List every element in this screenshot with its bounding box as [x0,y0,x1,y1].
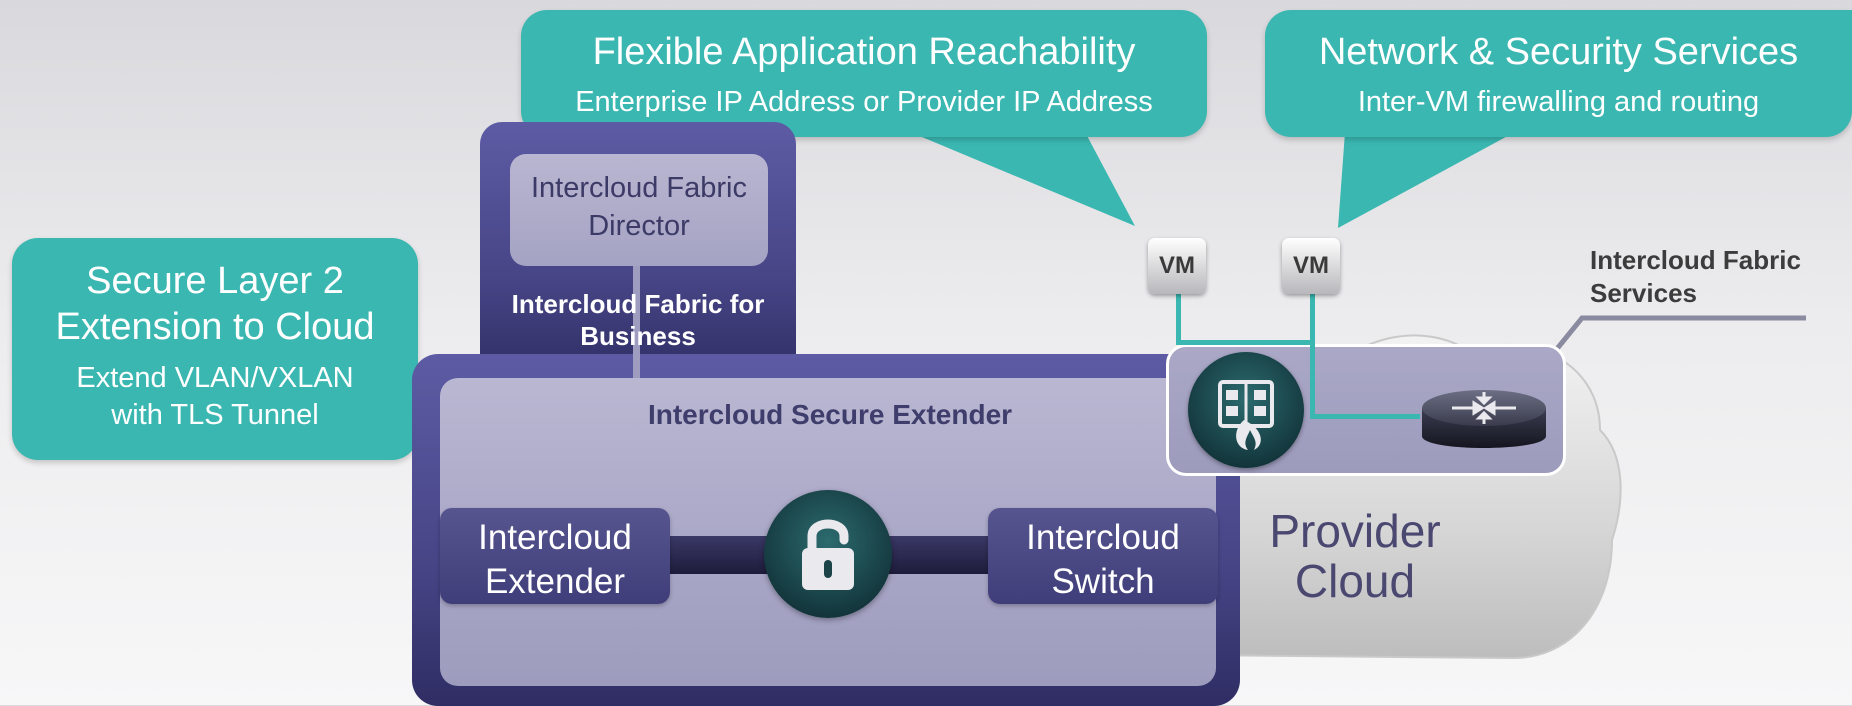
vm-link-1 [1176,294,1181,344]
services-label-leader [1554,315,1806,352]
callout-flexible-reachability: Flexible Application Reachability Enterp… [521,10,1207,137]
fabric-director-box: Intercloud Fabric Director [510,154,768,266]
callout-right-pointer [1338,132,1515,228]
vm-router-link [1310,414,1420,419]
vm-to-router [1310,344,1315,416]
vm-2: VM [1282,238,1340,294]
callout-network-security: Network & Security Services Inter-VM fir… [1265,10,1852,137]
callout-title: Network & Security Services [1318,31,1799,73]
callout-subtitle: Enterprise IP Address or Provider IP Add… [575,86,1153,118]
callout-subtitle: Extend VLAN/VXLAN with TLS Tunnel [76,362,354,431]
lock-icon [764,490,892,618]
callout-title: Flexible Application Reachability [592,31,1136,73]
vm-bus [1176,340,1315,345]
callout-secure-layer2: Secure Layer 2 Extension to Cloud Extend… [12,238,418,460]
vm-link-2 [1310,294,1315,344]
virtual-security-gateway-icon [1188,352,1304,468]
fabric-services-label: Intercloud Fabric Services [1590,244,1820,310]
fabric-for-business-label: Intercloud Fabric for Business [511,289,765,351]
firewall-glyph [1218,380,1274,450]
callout-title: Secure Layer 2 Extension to Cloud [55,260,375,348]
router-icon [1422,390,1546,448]
lock-glyph [802,519,854,590]
director-connector [633,266,640,378]
fabric-services-text: Intercloud Fabric Services [1590,245,1801,308]
vm-1: VM [1148,238,1206,294]
secure-extender-label: Intercloud Secure Extender [647,399,1013,430]
intercloud-extender-box: Intercloud Extender [440,508,670,604]
callout-mid-pointer [910,132,1135,226]
provider-cloud-label: Provider Cloud [1269,505,1441,607]
intercloud-switch-box: Intercloud Switch [988,508,1218,604]
callout-subtitle: Inter-VM firewalling and routing [1357,86,1760,118]
